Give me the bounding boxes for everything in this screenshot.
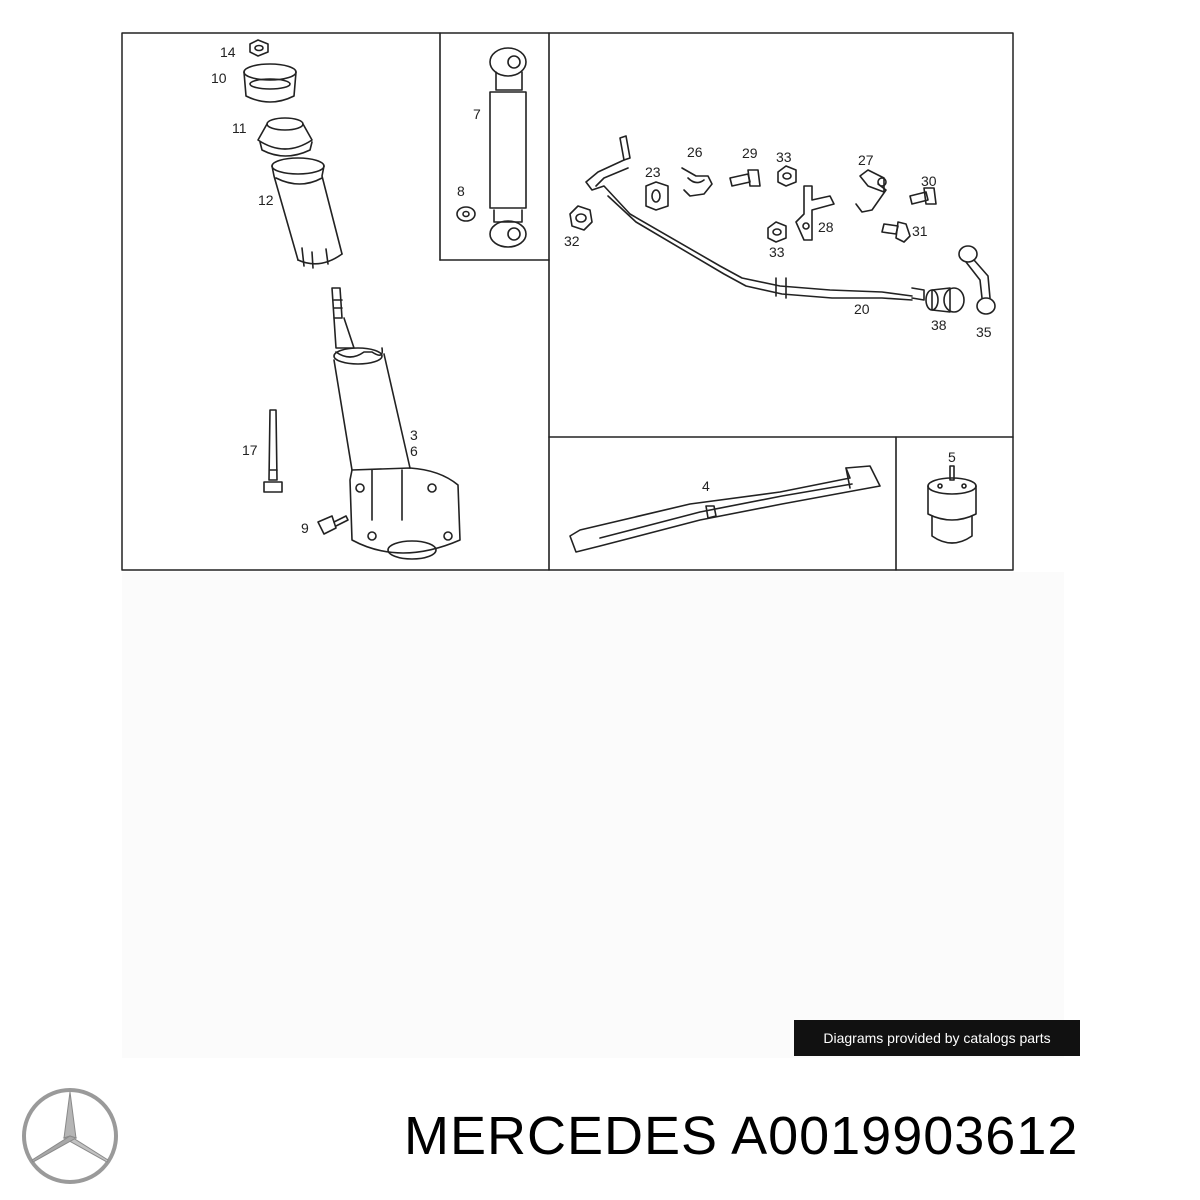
link-35-drawing: [958, 245, 996, 315]
label-nut-33-top: 33: [776, 149, 792, 165]
bolt-31-drawing: [881, 221, 911, 243]
strut-body-drawing: [331, 287, 461, 560]
label-nut-32: 32: [564, 233, 580, 249]
strut-boot-drawing: [271, 157, 343, 269]
label-strut-bump-cup: 11: [232, 120, 247, 136]
mercedes-star-logo-icon: [22, 1088, 118, 1184]
label-shock-absorber: 7: [473, 106, 481, 122]
bushing-23-drawing: [645, 181, 669, 211]
label-leaf-spring: 4: [702, 478, 710, 494]
bracket-28-drawing: [795, 185, 835, 241]
label-bracket-28: 28: [818, 219, 834, 235]
bushing-38-drawing: [925, 287, 965, 313]
label-bolt-29: 29: [742, 145, 758, 161]
label-strut-top-nut: 14: [220, 44, 236, 60]
bolt-29-drawing: [729, 169, 761, 187]
label-clamp-26: 26: [687, 144, 703, 160]
bolt-30-drawing: [909, 187, 937, 205]
shock-absorber-drawing: [489, 47, 527, 248]
label-bushing-38: 38: [931, 317, 947, 333]
label-strut-boot: 12: [258, 192, 274, 208]
label-bracket-27: 27: [858, 152, 874, 168]
strut-bump-cup-drawing: [257, 117, 313, 157]
clamp-26-drawing: [681, 167, 713, 197]
label-link-35: 35: [976, 324, 992, 340]
page-title: MERCEDES A0019903612: [404, 1106, 1079, 1166]
label-strut-top-mount: 10: [211, 70, 227, 86]
label-shock-washer: 8: [457, 183, 465, 199]
label-nut-33-bottom: 33: [769, 244, 785, 260]
leaf-spring-drawing: [569, 465, 881, 553]
diagram-credit-badge: Diagrams provided by catalogs parts: [794, 1020, 1080, 1056]
nut-32-drawing: [569, 205, 593, 231]
label-strut-screw: 9: [301, 520, 309, 536]
label-strut-bolt: 17: [242, 442, 258, 458]
rubber-buffer-drawing: [927, 465, 977, 544]
nut-33-top-drawing: [777, 165, 797, 187]
label-rubber-buffer: 5: [948, 449, 956, 465]
label-bolt-30: 30: [921, 173, 937, 189]
strut-nut-drawing: [249, 39, 269, 57]
bracket-27-drawing: [855, 169, 887, 213]
label-bushing-23: 23: [645, 164, 661, 180]
stabilizer-bar-drawing: [585, 135, 925, 301]
shock-washer-drawing: [456, 206, 476, 222]
strut-screw-drawing: [317, 515, 349, 535]
label-stabilizer-bar: 20: [854, 301, 870, 317]
strut-bolt-drawing: [263, 409, 283, 493]
diagram-frame: [121, 32, 1014, 571]
part-labels: 14 10 11 12 7 8 17 3 6 9 23 26 29 33 27 …: [211, 44, 992, 536]
nut-33-bottom-drawing: [767, 221, 787, 243]
diagram-background: [122, 572, 1064, 1058]
label-strut-body-a: 3: [410, 427, 418, 443]
label-strut-body-b: 6: [410, 443, 418, 459]
label-bolt-31: 31: [912, 223, 928, 239]
strut-top-mount-drawing: [243, 63, 297, 103]
